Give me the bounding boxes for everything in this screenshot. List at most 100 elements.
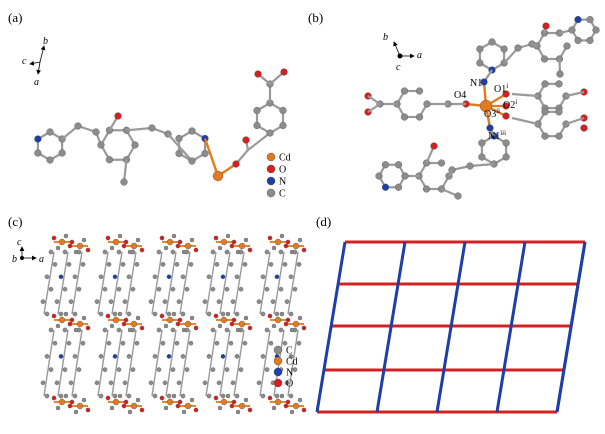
atom: [116, 367, 122, 372]
atom: [180, 274, 186, 280]
atom: [592, 26, 600, 34]
atom: [210, 327, 216, 333]
atom: [148, 299, 154, 304]
bond: [367, 95, 381, 105]
atom: [229, 403, 235, 409]
atom: [40, 380, 46, 386]
atom: [98, 393, 104, 399]
atom: [126, 354, 132, 359]
atom-label-o4: O4: [454, 90, 466, 101]
atom: [279, 121, 287, 130]
atom: [181, 327, 187, 333]
atom: [58, 393, 64, 399]
atom: [235, 409, 241, 415]
atom: [184, 367, 190, 372]
axis-c-label: c: [22, 56, 27, 67]
atom: [58, 311, 64, 317]
atom: [238, 286, 244, 292]
atom: [176, 380, 182, 386]
atom: [48, 249, 54, 255]
atom: [271, 405, 277, 411]
atom: [193, 407, 199, 413]
atom: [256, 299, 262, 304]
legend-swatch: [266, 176, 276, 186]
atom: [130, 242, 138, 250]
coordination-environment: [364, 16, 600, 200]
atom: [253, 106, 261, 115]
atom: [260, 393, 266, 399]
atom: [139, 407, 145, 413]
atom: [85, 247, 91, 253]
atom: [106, 340, 112, 346]
atom: [234, 311, 240, 317]
atom: [54, 380, 60, 386]
atom: [292, 286, 298, 292]
chain-bond: [151, 251, 163, 315]
chain-bond: [43, 329, 55, 397]
atom: [148, 380, 154, 386]
atom: [285, 239, 291, 245]
atom: [224, 286, 230, 292]
atom: [126, 393, 132, 399]
atom: [126, 311, 132, 317]
atom: [184, 242, 192, 250]
atom: [171, 311, 177, 317]
atom: [400, 87, 409, 95]
atom: [278, 249, 284, 255]
atom: [466, 162, 474, 170]
axis-b-label-b: b: [383, 32, 388, 43]
bond: [448, 169, 453, 177]
axis-b-label: b: [43, 36, 48, 47]
atom: [214, 340, 220, 346]
chain-bond: [233, 329, 245, 397]
atom: [98, 274, 104, 280]
bond: [203, 138, 220, 177]
atom: [105, 313, 111, 319]
atom: [278, 286, 284, 292]
atom: [58, 316, 66, 324]
atom: [159, 395, 165, 401]
atom: [135, 315, 141, 321]
atom: [563, 42, 571, 50]
atom: [189, 397, 195, 403]
atom: [238, 402, 246, 410]
atom: [206, 311, 212, 317]
atom: [112, 393, 118, 399]
atom: [166, 316, 174, 324]
atom: [454, 192, 462, 200]
atom: [274, 393, 280, 399]
atom: [171, 393, 177, 399]
atom: [51, 313, 57, 319]
atom: [555, 108, 563, 116]
bond: [565, 90, 585, 98]
atom: [280, 68, 288, 76]
atom: [288, 393, 294, 399]
atom: [193, 325, 199, 331]
atom: [231, 239, 237, 245]
atom: [44, 393, 50, 399]
atom: [400, 113, 409, 121]
axis-c-label-c: c: [17, 237, 22, 248]
atom: [175, 243, 181, 249]
panel-d-label: (d): [316, 214, 331, 229]
atom: [109, 323, 115, 329]
atom: [555, 132, 563, 140]
chain-bond: [219, 251, 231, 315]
chain-bond: [165, 251, 177, 315]
atom: [114, 112, 122, 120]
atom: [220, 311, 226, 317]
topology-net: [315, 240, 587, 414]
atom: [247, 325, 253, 331]
atom: [63, 393, 69, 399]
atom: [289, 249, 295, 255]
atom: [394, 161, 403, 169]
atom: [134, 340, 140, 346]
atom: [139, 325, 145, 331]
atom: [177, 399, 183, 405]
atom: [478, 153, 486, 161]
atom: [264, 249, 270, 255]
atom: [231, 317, 237, 323]
atom: [48, 327, 54, 333]
atom: [72, 393, 78, 399]
atom: [68, 299, 74, 304]
